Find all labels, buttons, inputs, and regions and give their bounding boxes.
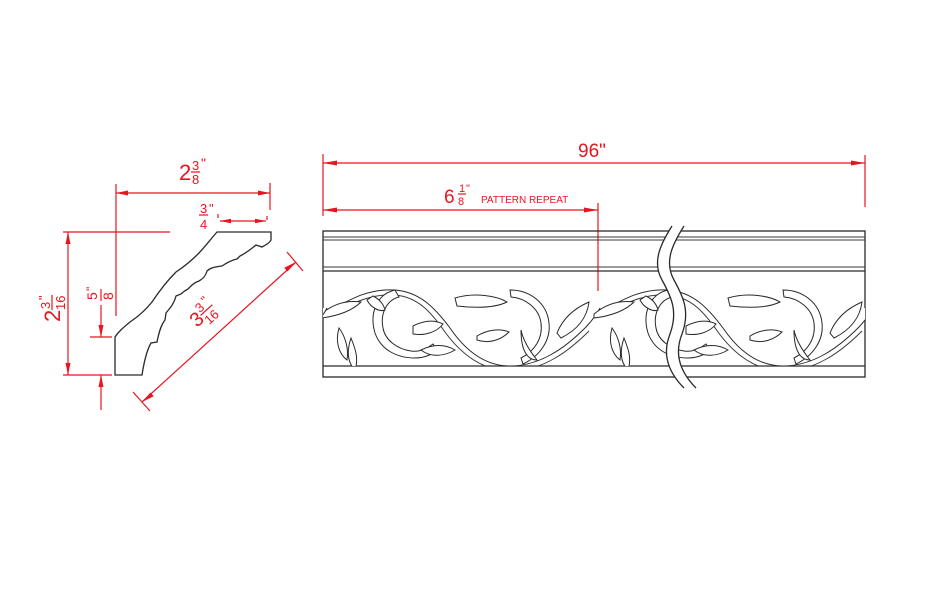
dim-label-pattern-repeat: 6 1 8 " PATTERN REPEAT <box>444 183 568 208</box>
svg-text:3: 3 <box>192 158 199 173</box>
svg-text:8: 8 <box>458 196 464 208</box>
svg-text:4: 4 <box>200 217 207 232</box>
svg-text:3: 3 <box>38 302 53 309</box>
elevation-view: 96" 6 1 8 " PATTERN REPEAT <box>322 141 866 389</box>
svg-text:5: 5 <box>84 292 100 300</box>
dim-line-diagonal <box>141 261 297 403</box>
svg-text:8: 8 <box>100 292 116 300</box>
dim-label-overall-length: 96" <box>578 141 606 162</box>
vine-pattern <box>323 289 865 366</box>
svg-text:": " <box>36 295 51 300</box>
svg-text:6: 6 <box>444 187 455 208</box>
dim-label-overall-width: 2 3 8 " <box>179 155 206 187</box>
profile-view: 2 3 8 " 3 4 " 2 3 16 " <box>36 155 304 412</box>
dim-label-top-flat: 3 4 " <box>199 201 214 232</box>
svg-text:2: 2 <box>179 160 191 185</box>
svg-text:2: 2 <box>40 310 65 322</box>
svg-text:": " <box>209 201 214 216</box>
moulding-panel <box>322 230 866 378</box>
dim-label-overall-height: 2 3 16 " <box>36 295 68 322</box>
break-line-symbol <box>656 225 697 389</box>
svg-text:": " <box>84 287 98 291</box>
svg-text:": " <box>466 183 470 195</box>
dim-label-bottom-flat: 5 8 " <box>84 287 116 301</box>
moulding-profile-outline <box>114 231 272 376</box>
dim-label-diagonal: 3 3 16 " <box>186 293 222 332</box>
svg-text:": " <box>201 155 206 171</box>
svg-text:1: 1 <box>459 183 465 195</box>
svg-text:3: 3 <box>200 201 207 216</box>
svg-text:16: 16 <box>53 296 68 310</box>
svg-text:PATTERN REPEAT: PATTERN REPEAT <box>481 195 568 206</box>
svg-text:8: 8 <box>192 172 199 187</box>
